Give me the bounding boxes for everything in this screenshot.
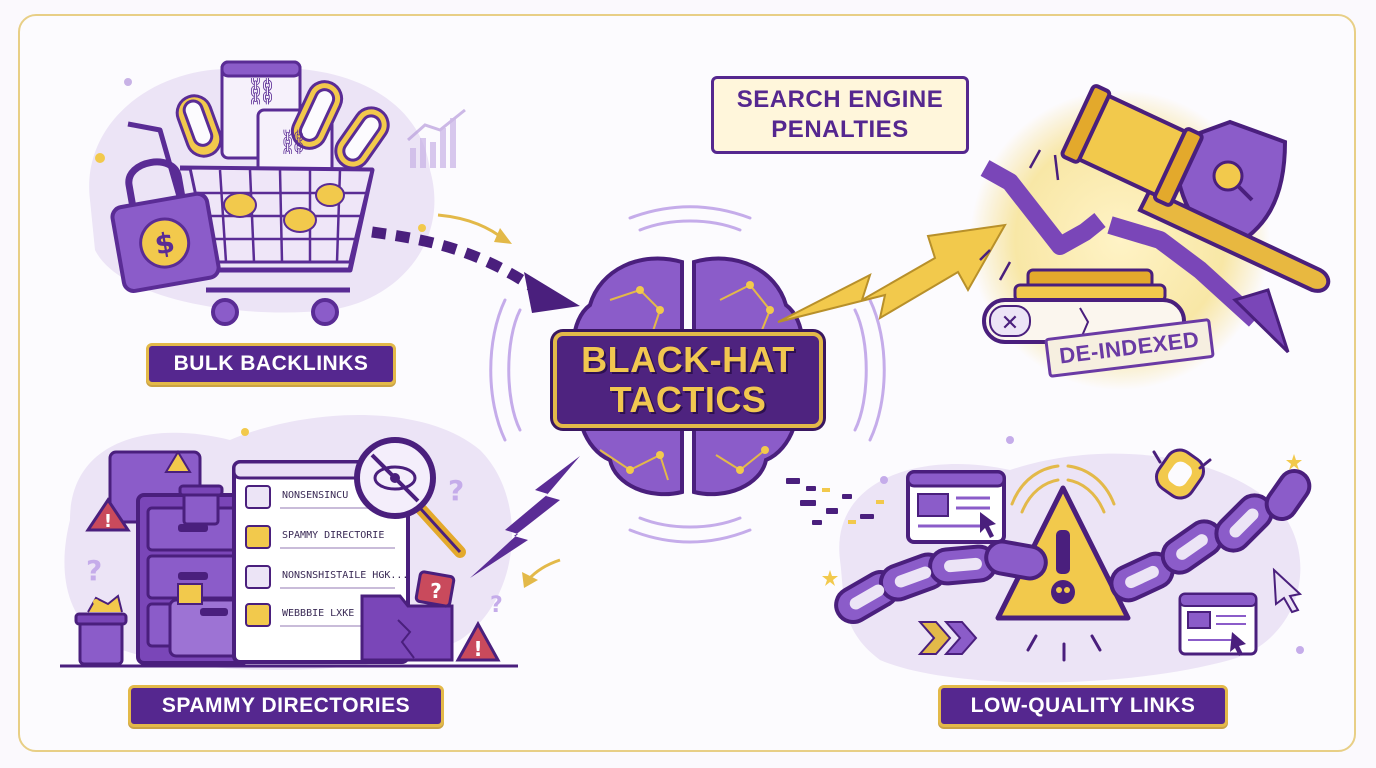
magnifier-blocked-eye-icon xyxy=(354,437,466,558)
svg-text:✕: ✕ xyxy=(1001,311,1019,336)
spammy-directories-illustration: ! ! xyxy=(60,428,518,668)
bulk-backlinks-label: BULK BACKLINKS xyxy=(146,343,396,385)
svg-text:⛓: ⛓ xyxy=(245,77,278,107)
directory-entry-2: SPAMMY DIRECTORIE xyxy=(282,530,385,541)
title-line1: BLACK-HAT xyxy=(581,339,795,380)
directory-entry-3: NONSNSHISTAILE HGK... xyxy=(282,570,409,581)
directory-entry-1: NONSENSINCU xyxy=(282,490,349,501)
black-hat-tactics-title: BLACK-HAT TACTICS xyxy=(553,332,823,428)
tactics-to-penalties-bolt xyxy=(777,223,1007,323)
svg-text:?: ? xyxy=(490,593,503,618)
trash-can-icon xyxy=(74,594,128,666)
spammy-directories-label: SPAMMY DIRECTORIES xyxy=(128,685,444,727)
low-quality-links-illustration xyxy=(786,436,1312,662)
svg-text:⛓: ⛓ xyxy=(278,128,308,156)
search-engine-penalties-label: SEARCH ENGINE PENALTIES xyxy=(711,76,969,154)
svg-text:!: ! xyxy=(473,637,482,661)
padlock-dollar-icon: $ xyxy=(110,158,221,293)
svg-text:!: ! xyxy=(104,511,112,532)
growth-chart-icon xyxy=(407,108,466,168)
warning-triangle-icon: ! xyxy=(85,497,131,532)
svg-text:?: ? xyxy=(430,579,442,603)
low-quality-links-label: LOW-QUALITY LINKS xyxy=(938,685,1228,727)
penalties-label-line2: PENALTIES xyxy=(771,116,909,143)
tactics-to-directories-bolt xyxy=(470,456,580,578)
bulk-to-tactics-arrow xyxy=(371,226,544,297)
gavel-icon xyxy=(1013,84,1331,303)
directory-entry-4: WEBBBIE LXKE xyxy=(282,608,355,619)
bulk-backlinks-illustration: ⛓ ⛓ xyxy=(95,60,466,326)
title-line2: TACTICS xyxy=(609,379,767,420)
penalties-label-line1: SEARCH ENGINE xyxy=(736,86,944,113)
svg-text:?: ? xyxy=(448,474,464,507)
svg-text:?: ? xyxy=(86,554,102,587)
search-engine-penalties-illustration: ✕ xyxy=(979,84,1331,354)
